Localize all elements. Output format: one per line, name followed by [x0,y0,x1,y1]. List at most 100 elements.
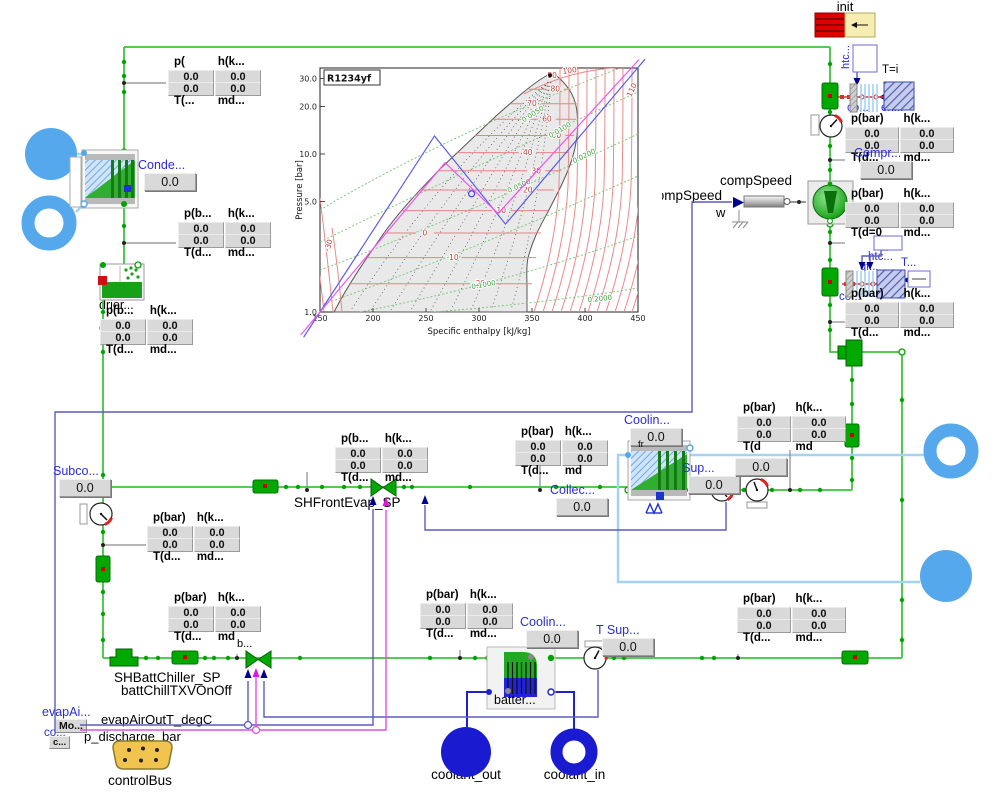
air-port-in-right[interactable] [923,423,979,479]
receiver-icon[interactable] [109,648,139,667]
coolant-in-port[interactable] [550,728,598,776]
battery-chiller-label: batter... [494,693,536,707]
svg-text:40: 40 [523,148,533,157]
gauge-subcooling[interactable] [79,502,113,526]
mo-sensor-block[interactable]: Mo... [55,719,87,733]
svg-text:10.0: 10.0 [299,150,317,159]
t-eq-a-label: T=i [882,64,899,76]
refrigerant-label: R1234yf [327,74,372,85]
control-bus-connector[interactable] [112,740,173,770]
battery-chiller-icon[interactable] [486,646,556,710]
svg-text:250: 250 [418,314,433,323]
front-evaporator-icon[interactable] [625,440,694,501]
refrigerant-label-box [323,69,381,86]
svg-text:70: 70 [527,99,537,108]
drier-label: drier... [99,298,134,312]
svg-text:30.0: 30.0 [299,75,317,84]
t-superheat-display[interactable]: T Sup...0.0 [596,623,654,656]
suction-junction[interactable] [837,339,863,367]
speed-source[interactable] [743,195,806,208]
wall-htc-a[interactable] [849,44,915,113]
signal-junction[interactable] [243,720,253,730]
evap-air-out-t-label: evapAirOutT_degC [101,712,213,727]
svg-text:1.0: 1.0 [304,308,317,317]
collector-display[interactable]: Collec...0.0 [550,483,608,516]
svg-text:450: 450 [630,314,645,323]
svg-text:20.0: 20.0 [299,102,317,111]
front-txv[interactable] [370,478,397,497]
svg-text:0.2000: 0.2000 [587,294,612,305]
init-block[interactable] [814,12,876,38]
condenser-display[interactable]: Conde...0.0 [138,158,196,191]
p-discharge-label: p_discharge_bar [84,729,181,744]
evap-ai-label: evapAi... [42,705,91,719]
gauge-superheat-2[interactable] [745,478,769,509]
svg-text:Pressure [bar]: Pressure [bar] [295,160,305,220]
magenta-signal-lines [80,510,387,731]
c-sensor-block[interactable]: c... [49,736,71,749]
valve-bottom-right[interactable] [841,650,869,665]
svg-text:5.0: 5.0 [304,198,317,207]
valve-bottom-left[interactable] [171,650,199,665]
valve-right-mid[interactable] [844,423,860,448]
valve-suction[interactable] [821,267,839,297]
cooling-batt-display[interactable]: Coolin...0.0 [520,615,578,648]
t-source-b-label: T... [901,257,917,269]
air-port-out-right[interactable] [920,550,972,602]
gauge-discharge[interactable] [810,114,843,138]
svg-text:150: 150 [312,314,327,323]
svg-text:Specific enthalpy [kJ/kg]: Specific enthalpy [kJ/kg] [427,327,530,337]
air-port-out-left[interactable] [25,128,77,180]
wall-htc-b[interactable] [845,235,931,299]
compressor-display[interactable]: Compr...0.0 [854,146,912,179]
batt-txv-label: b... [237,638,253,650]
svg-text:300: 300 [471,314,486,323]
svg-text:-20: -20 [473,279,485,288]
valve-front-branch[interactable] [252,479,279,494]
svg-text:-30: -30 [323,238,335,252]
svg-text:90: 90 [547,71,557,80]
svg-text:20: 20 [523,185,533,194]
fan-icon [645,502,663,515]
signal-junction-magenta[interactable] [251,725,261,735]
valve-discharge-top[interactable] [821,82,839,110]
compspeed-source-label: compSpeed [720,173,793,188]
isochore-lines [320,68,638,312]
shaft-support-icon [732,210,749,229]
svg-text:30: 30 [531,166,541,175]
svg-text:200: 200 [365,314,380,323]
svg-text:350: 350 [524,314,539,323]
cooling-front-display[interactable]: Coolin...0.0 [624,413,682,446]
subcooling-display[interactable]: Subco...0.0 [53,464,111,497]
sh-batt-chiller-sp-label: SHBattChiller_SP [114,670,221,685]
drier-icon[interactable] [98,261,145,301]
superheat-value-display[interactable]: 0.0 [729,457,787,476]
batt-txv[interactable] [245,650,272,669]
condenser-icon[interactable] [69,149,139,209]
magenta-arrows [252,497,390,677]
superheat-display[interactable]: Sup...0.0 [682,461,740,494]
compspeed-input-label[interactable]: compSpeed [650,188,723,203]
air-port-in-left[interactable] [21,195,77,251]
svg-text:0: 0 [423,229,428,238]
isotherm-fan [320,68,638,312]
coolant-out-port[interactable] [441,727,491,777]
valve-left-down[interactable] [95,555,111,583]
htc-b-label: htc... [868,251,893,263]
